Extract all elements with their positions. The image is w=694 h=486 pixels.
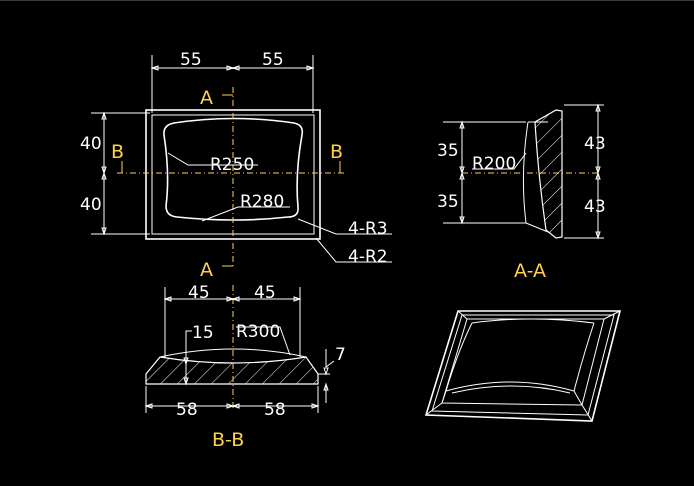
iso-edge-tr xyxy=(603,310,621,320)
section-b-left-label: B xyxy=(111,141,124,163)
section-a-bottom-label: A xyxy=(200,259,213,281)
section-a-dim-left-top: 35 xyxy=(437,141,459,161)
section-b-depth-arrows xyxy=(183,357,189,386)
iso-cushion-top xyxy=(471,318,595,324)
section-b-dim-thickness: 7 xyxy=(335,345,346,365)
dim-arrows-width xyxy=(150,65,315,71)
section-b-hatched-profile xyxy=(145,356,319,385)
section-b-dim-bottom-right: 58 xyxy=(264,400,286,420)
iso-cushion-right xyxy=(573,322,595,392)
top-view-cushion-opening xyxy=(163,117,304,221)
iso-cushion-bottom-inner xyxy=(451,385,571,394)
iso-edge-br xyxy=(581,404,593,422)
section-a-dim-arrows-right xyxy=(595,103,601,240)
section-b-right-label: B xyxy=(330,141,343,163)
section-a-dim-right-bottom: 43 xyxy=(584,197,606,217)
dim-height-bottom: 40 xyxy=(80,195,102,215)
iso-cushion-left xyxy=(445,322,473,392)
section-b-depth-leader xyxy=(185,330,192,384)
section-a-dim-right-top: 43 xyxy=(584,134,606,154)
leader-r300 xyxy=(236,326,291,356)
iso-cushion-bottom xyxy=(445,381,575,392)
section-a-dim-left-bottom: 35 xyxy=(437,192,459,212)
radius-r300: R300 xyxy=(236,322,280,342)
section-a-bottom-edge xyxy=(525,222,549,233)
section-b-thickness-leader-tick xyxy=(325,360,335,368)
dim-width-left: 55 xyxy=(180,50,202,70)
iso-edge-bl xyxy=(425,402,443,416)
iso-flange-inner xyxy=(441,318,605,406)
section-a-top-label: A xyxy=(200,87,213,109)
iso-edge-tl xyxy=(457,310,468,320)
section-a-dim-arrows-left xyxy=(459,120,465,225)
iso-edge-bl-inner xyxy=(441,390,447,404)
section-b-dim-arrows-bottom xyxy=(144,403,320,409)
iso-edge-br-inner xyxy=(573,390,583,406)
section-a-hatched-profile xyxy=(534,109,563,239)
section-b-thickness-arrows xyxy=(323,367,329,391)
callout-4-r3: 4-R3 xyxy=(348,219,388,239)
leader-r250 xyxy=(167,152,258,166)
section-b-dim-arrows-top xyxy=(163,296,302,302)
section-a-a: 35 35 43 43 R200 A-A xyxy=(437,103,606,282)
callout-4-r2: 4-R2 xyxy=(348,247,388,267)
isometric-view xyxy=(424,310,622,422)
radius-r280: R280 xyxy=(240,192,284,212)
radius-r250: R250 xyxy=(210,155,254,175)
dim-arrows-height xyxy=(101,111,107,236)
iso-outer-inset xyxy=(431,314,615,416)
radius-r200: R200 xyxy=(472,154,516,174)
leader-4-r3 xyxy=(297,218,392,235)
section-b-dim-bottom-left: 58 xyxy=(176,400,198,420)
leader-r200 xyxy=(472,152,527,170)
section-a-title: A-A xyxy=(514,260,546,282)
dim-width-right: 55 xyxy=(262,50,284,70)
top-view: A A B B 55 55 40 40 R250 R280 4-R3 4-R2 xyxy=(80,50,392,281)
leader-4-r2 xyxy=(315,237,392,263)
section-b-b: 45 45 15 R300 7 58 58 B-B xyxy=(144,283,346,451)
section-b-dim-top-right: 45 xyxy=(254,283,276,303)
section-b-dim-top-left: 45 xyxy=(188,283,210,303)
section-b-title: B-B xyxy=(212,429,244,451)
dim-height-top: 40 xyxy=(80,134,102,154)
leader-r280 xyxy=(201,206,290,222)
section-b-dim-depth: 15 xyxy=(192,323,214,343)
